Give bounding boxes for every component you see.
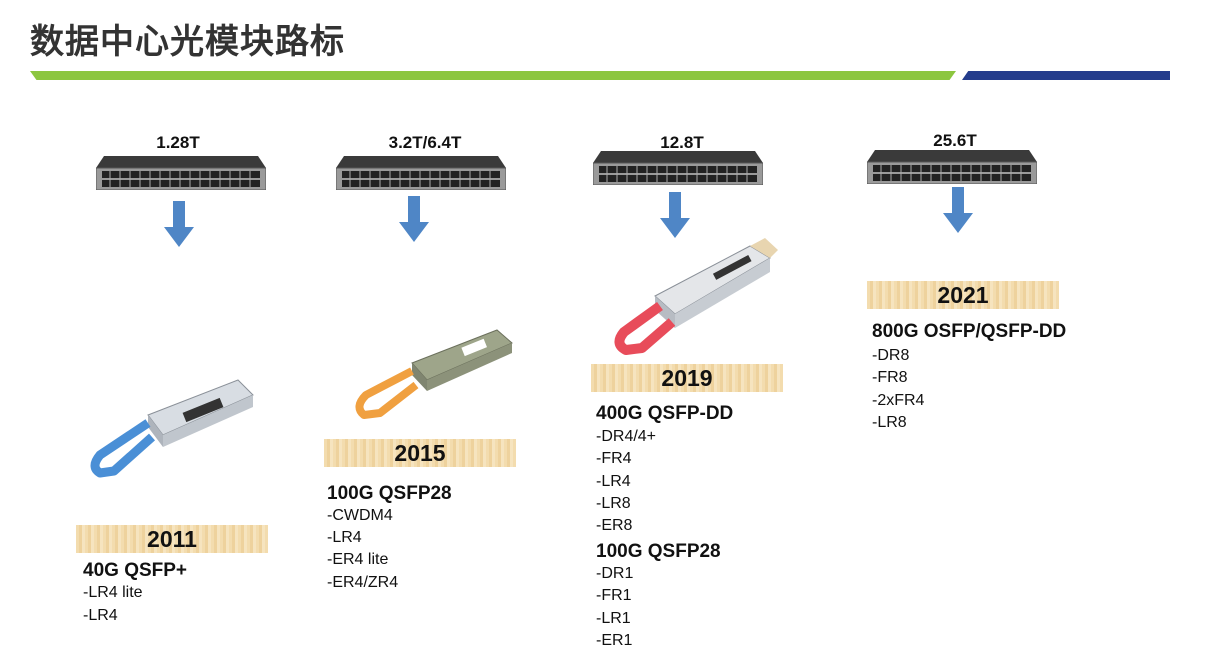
qsfp-module-icon <box>88 375 258 480</box>
switch-icon <box>593 151 763 185</box>
page-title: 数据中心光模块路标 <box>30 14 345 63</box>
switch-capacity-label: 25.6T <box>865 131 1045 151</box>
module-variant: -DR8 <box>872 347 909 365</box>
down-arrow-icon <box>943 187 973 233</box>
module-type-title: 40G QSFP+ <box>83 560 187 582</box>
module-variant: -FR1 <box>596 587 632 605</box>
title-underline-green <box>30 71 956 80</box>
year-label: 2011 <box>76 525 268 553</box>
module-variant: -ER1 <box>596 632 632 650</box>
module-variant: -LR4 <box>327 529 362 547</box>
switch-icon <box>96 156 266 190</box>
qsfp28-module-icon <box>352 325 517 425</box>
down-arrow-icon <box>660 192 690 238</box>
module-variant: -LR8 <box>872 414 907 432</box>
module-variant: -FR4 <box>596 450 632 468</box>
switch-capacity-label: 3.2T/6.4T <box>335 133 515 153</box>
module-variant: -LR4 <box>83 607 118 625</box>
module-variant: -CWDM4 <box>327 507 393 525</box>
qsfp-dd-module-icon <box>600 236 780 361</box>
module-type-title: 100G QSFP28 <box>327 483 452 505</box>
module-type-title: 800G OSFP/QSFP-DD <box>872 321 1066 343</box>
switch-capacity-label: 1.28T <box>88 133 268 153</box>
down-arrow-icon <box>399 196 429 242</box>
module-variant: -2xFR4 <box>872 392 924 410</box>
module-variant: -ER8 <box>596 517 632 535</box>
switch-capacity-label: 12.8T <box>592 133 772 153</box>
module-variant: -LR1 <box>596 610 631 628</box>
switch-icon <box>336 156 506 190</box>
year-label: 2019 <box>591 364 783 392</box>
year-label: 2021 <box>867 281 1059 309</box>
module-variant: -LR8 <box>596 495 631 513</box>
module-variant: -LR4 lite <box>83 584 143 602</box>
module-variant: -DR4/4+ <box>596 428 656 446</box>
module-variant: -ER4/ZR4 <box>327 574 398 592</box>
module-type-title: 400G QSFP-DD <box>596 403 733 425</box>
module-variant: -DR1 <box>596 565 633 583</box>
title-underline-blue <box>962 71 1170 80</box>
down-arrow-icon <box>164 201 194 247</box>
module-variant: -ER4 lite <box>327 551 388 569</box>
year-label: 2015 <box>324 439 516 467</box>
module-type-title: 100G QSFP28 <box>596 541 721 563</box>
switch-icon <box>867 150 1037 184</box>
module-variant: -FR8 <box>872 369 908 387</box>
module-variant: -LR4 <box>596 473 631 491</box>
